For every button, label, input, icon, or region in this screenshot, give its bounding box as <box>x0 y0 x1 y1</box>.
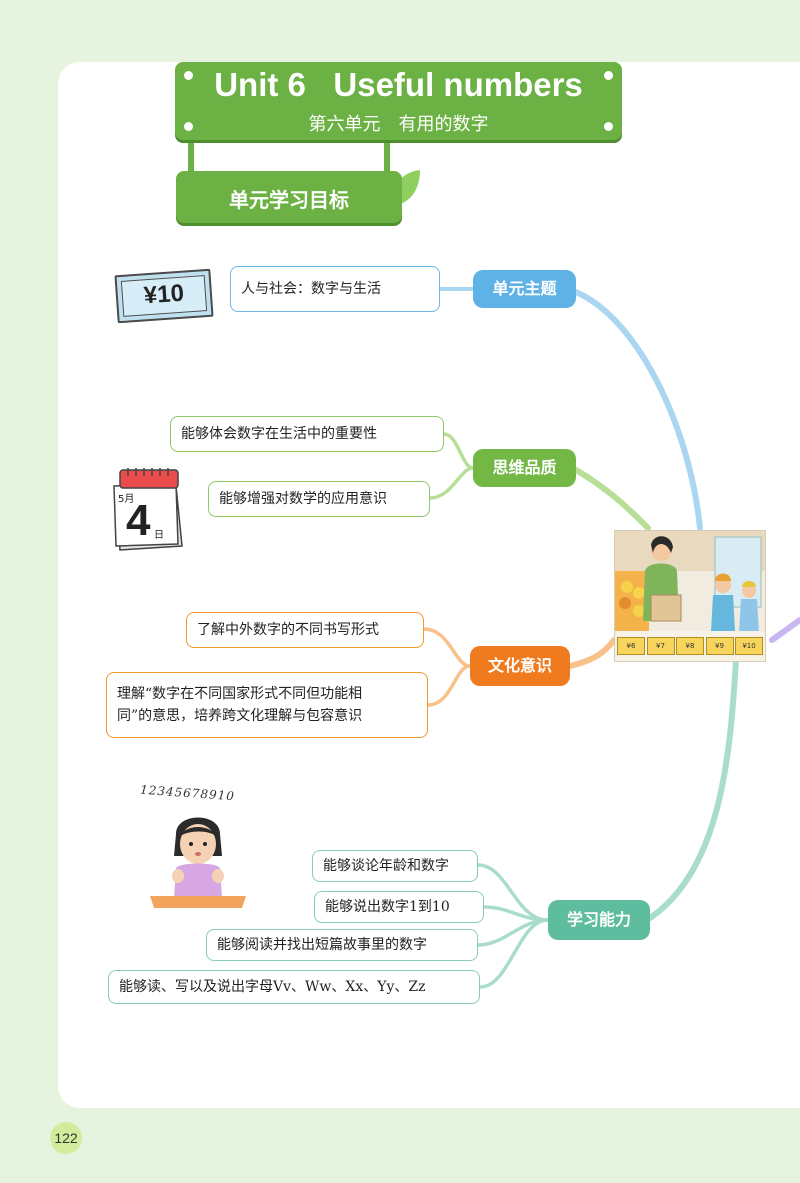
calendar-day-unit: 日 <box>154 530 164 541</box>
leaf-culture-2-line1: 理解“数字在不同国家形式不同但功能相 <box>117 686 363 702</box>
banner-pole-right <box>384 138 390 178</box>
banknote-illustration: ¥10 <box>114 268 214 324</box>
page-number: 122 <box>50 1122 82 1154</box>
girl-illustration <box>150 817 246 908</box>
unit-goals-title: 单元学习目标 <box>229 188 349 212</box>
price-tag: ¥6 <box>617 637 645 655</box>
calendar-illustration: 5月 4 日 <box>110 466 186 552</box>
leaf-learning-3: 能够阅读并找出短篇故事里的数字 <box>206 929 478 961</box>
unit-title-english: Unit 6 Useful numbers <box>214 66 583 103</box>
leaf-topic-1: 人与社会：数字与生活 <box>230 266 440 312</box>
shop-scene-illustration: ¥6 ¥7 ¥8 ¥9 ¥10 <box>614 530 766 662</box>
leaf-thinking-1: 能够体会数字在生活中的重要性 <box>170 416 444 452</box>
leaf-learning-1: 能够谈论年龄和数字 <box>312 850 478 882</box>
shop-scene-picture <box>615 531 765 661</box>
banknote-label: ¥10 <box>120 275 208 317</box>
banner-rivet <box>184 122 193 131</box>
price-tag: ¥9 <box>705 637 734 655</box>
calendar-icon <box>113 468 183 551</box>
unit-title-chinese: 第六单元 有用的数字 <box>308 114 489 135</box>
banner-rivet <box>604 122 613 131</box>
leaf-learning-2: 能够说出数字1到10 <box>314 891 484 923</box>
leaf-culture-2-line2: 同”的意思，培养跨文化理解与包容意识 <box>117 708 363 724</box>
leaf-culture-2: 理解“数字在不同国家形式不同但功能相 同”的意思，培养跨文化理解与包容意识 <box>106 672 428 738</box>
branch-node-topic: 单元主题 <box>473 270 576 308</box>
price-tag-row: ¥6 ¥7 ¥8 ¥9 ¥10 <box>617 637 763 655</box>
price-tag: ¥8 <box>676 637 704 655</box>
banner-rivet <box>604 71 613 80</box>
price-tag: ¥10 <box>735 637 763 655</box>
leaf-thinking-2: 能够增强对数学的应用意识 <box>208 481 430 517</box>
calendar-month: 5月 <box>118 494 135 505</box>
banner-rivet <box>184 71 193 80</box>
banner-pole-left <box>188 138 194 178</box>
price-tag: ¥7 <box>646 637 675 655</box>
leaf-learning-4: 能够读、写以及说出字母Vv、Ww、Xx、Yy、Zz <box>108 970 480 1004</box>
calendar-day: 4 <box>126 496 151 545</box>
branch-node-thinking: 思维品质 <box>473 449 576 487</box>
unit-goals-banner: 单元学习目标 <box>176 171 402 223</box>
unit-title-banner: Unit 6 Useful numbers 第六单元 有用的数字 <box>175 62 622 140</box>
branch-node-learning: 学习能力 <box>548 900 650 940</box>
branch-node-culture: 文化意识 <box>470 646 570 686</box>
leaf-culture-1: 了解中外数字的不同书写形式 <box>186 612 424 648</box>
